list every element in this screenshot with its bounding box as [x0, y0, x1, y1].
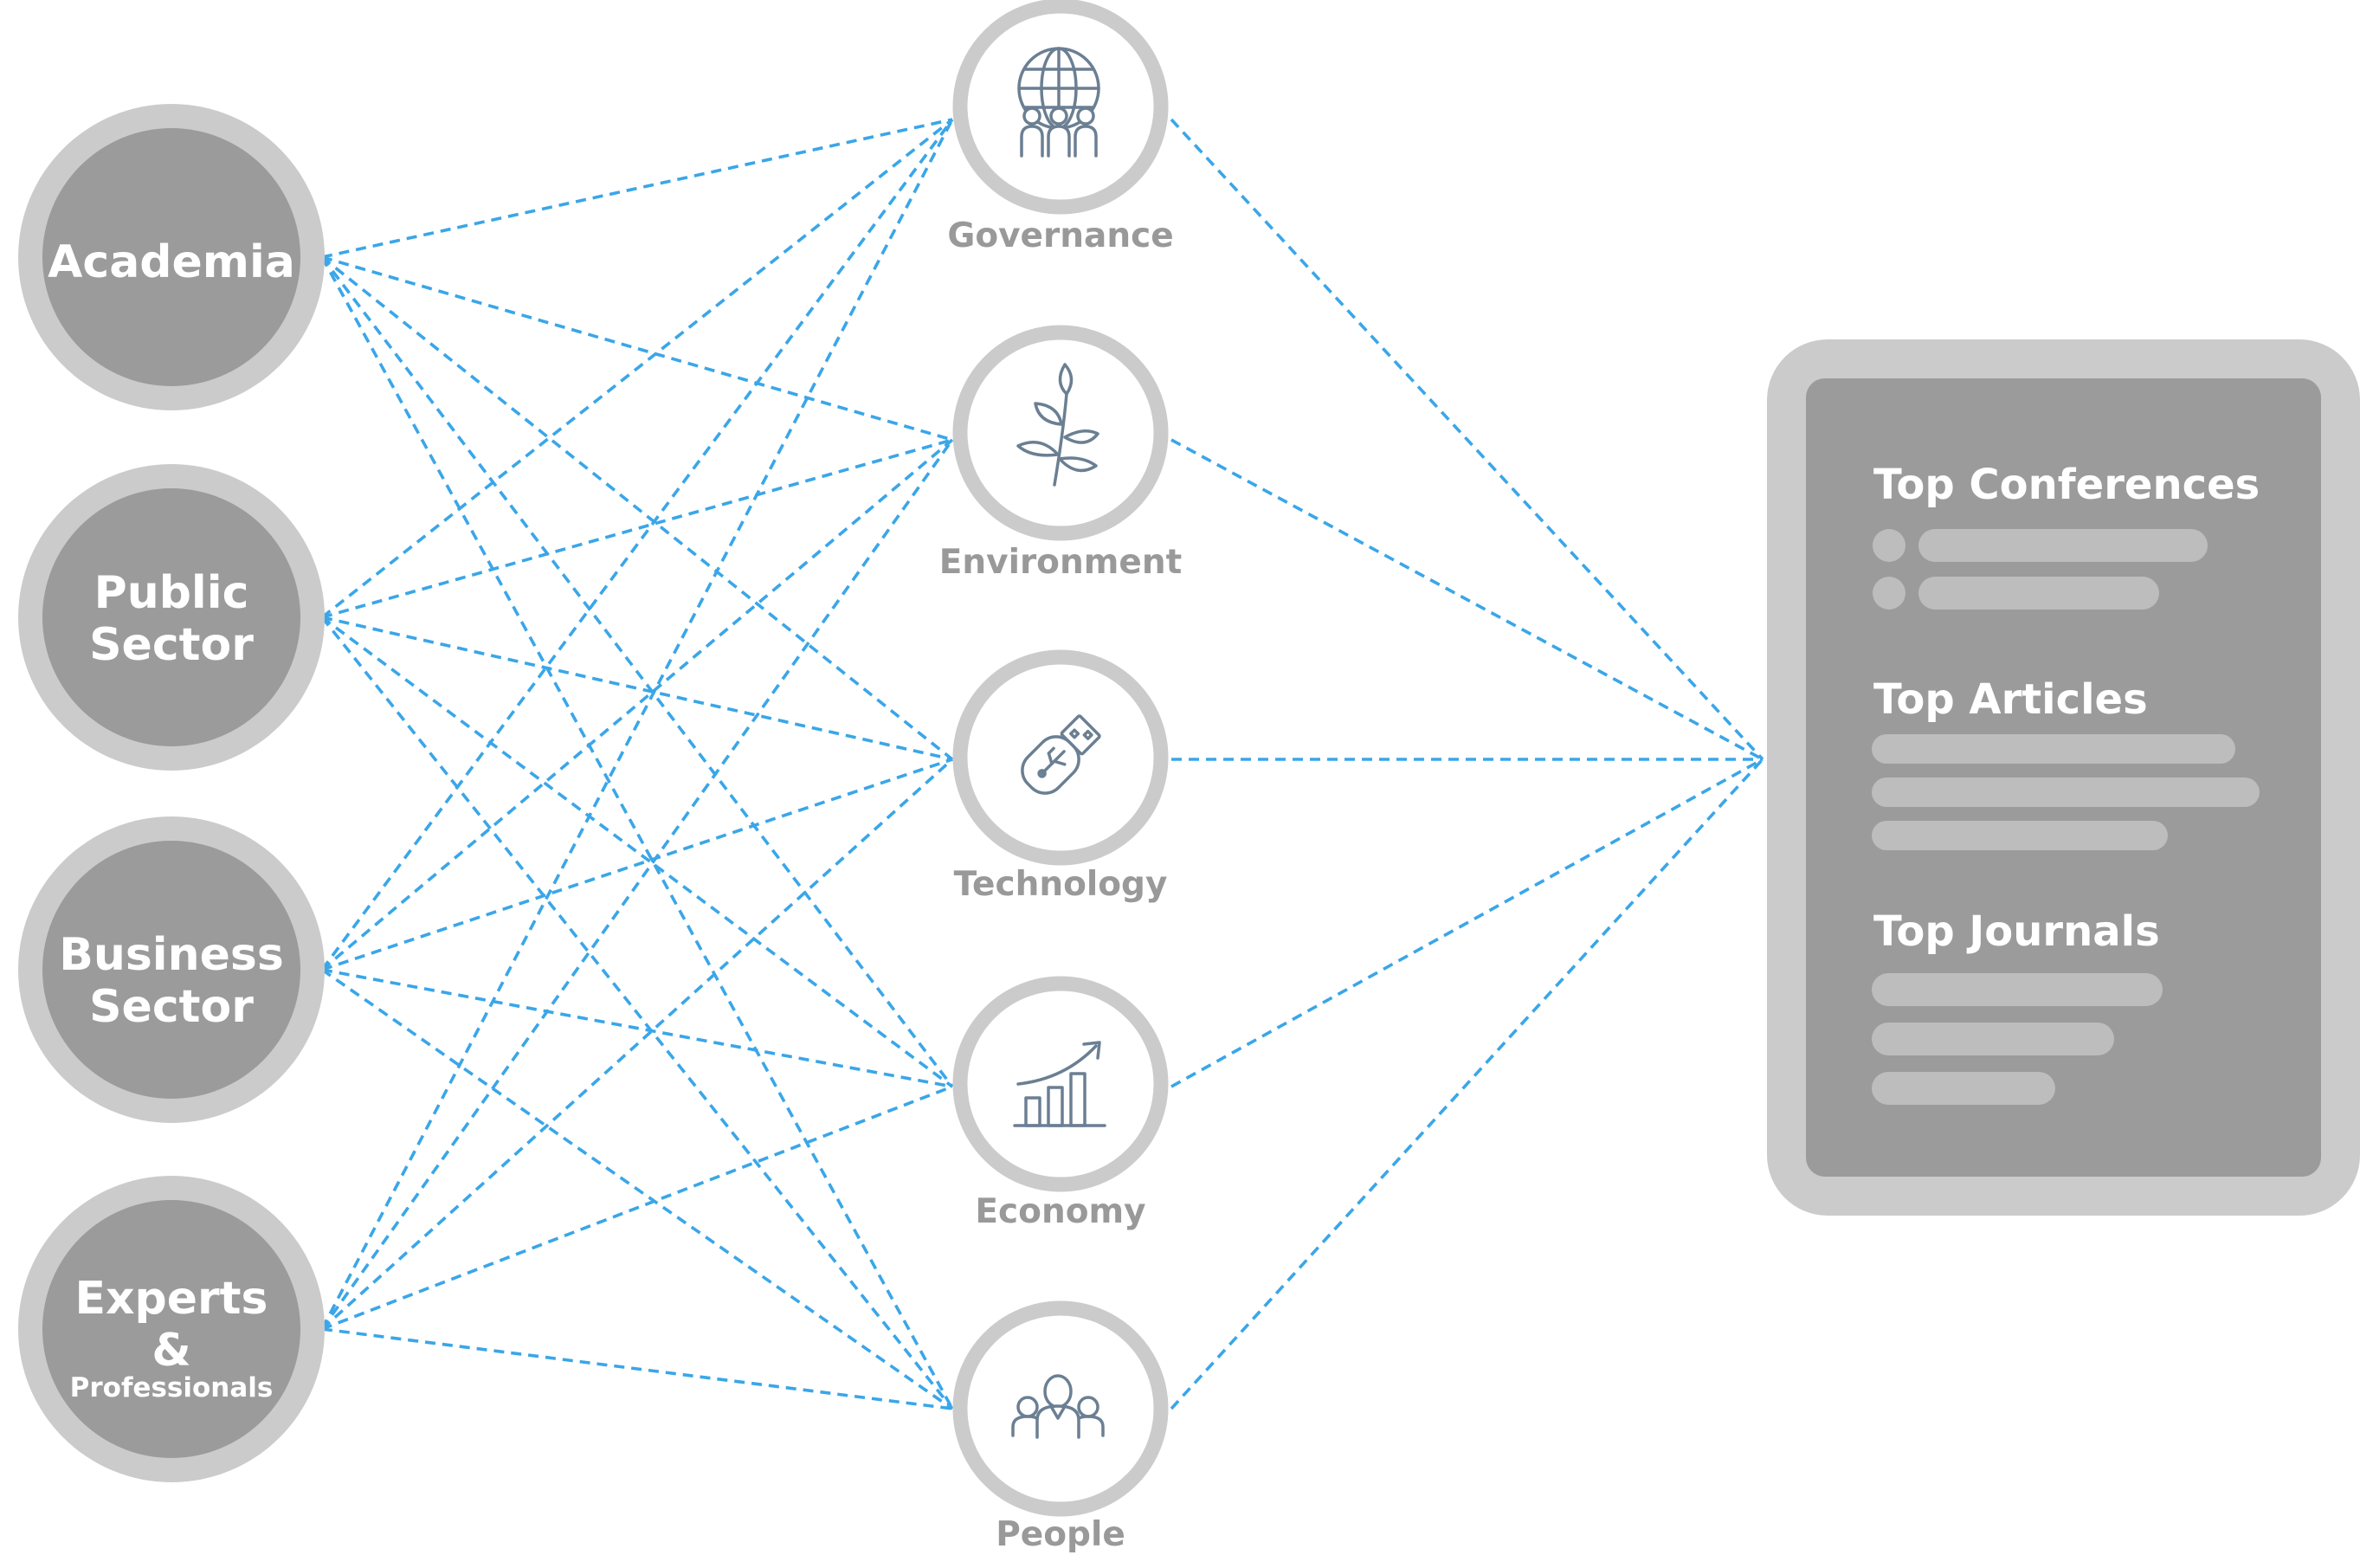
topic-node-environment: Environment [939, 325, 1182, 582]
connector-source-3-topic-0 [320, 119, 954, 1330]
connector-source-3-topic-2 [320, 758, 954, 1331]
placeholder-line [1872, 1023, 2114, 1055]
source-node-business-sector: Business Sector [18, 816, 325, 1123]
connector-source-1-topic-4 [320, 616, 954, 1410]
topic-label-technology: Technology [954, 865, 1168, 904]
connector-source-0-topic-4 [320, 256, 954, 1410]
source-label-experts-line1: Experts [74, 1273, 268, 1325]
connector-topic-1-panel [1170, 438, 1764, 761]
connector-source-0-topic-0 [321, 118, 953, 259]
topic-label-governance: Governance [947, 216, 1173, 255]
placeholder-line [1872, 973, 2163, 1006]
source-label-public-line2: Sector [89, 619, 254, 671]
connector-source-0-topic-3 [320, 255, 954, 1088]
people-group-icon [1011, 1374, 1105, 1439]
placeholder-line [1872, 821, 2168, 850]
panel-title-conferences: Top Conferences [1873, 461, 2260, 509]
connector-source-0-topic-1 [321, 255, 953, 442]
source-label-academia: Academia [48, 236, 295, 288]
topic-label-economy: Economy [975, 1192, 1145, 1231]
topic-node-technology: Technology [952, 649, 1169, 904]
connector-source-3-topic-1 [320, 438, 954, 1331]
source-label-business-line2: Sector [89, 981, 254, 1033]
placeholder-line [1918, 577, 2159, 610]
plant-icon [1016, 363, 1099, 487]
topic-node-economy: Economy [952, 976, 1169, 1231]
connector-lines [320, 118, 1764, 1410]
placeholder-line [1872, 1072, 2055, 1105]
topic-node-governance: Governance [947, 0, 1174, 255]
connector-source-2-topic-1 [320, 438, 954, 971]
connector-source-3-topic-4 [321, 1327, 953, 1410]
source-label-experts-small: Professionals [70, 1372, 274, 1403]
topic-label-people: People [996, 1515, 1125, 1554]
source-node-academia: Academia [18, 104, 325, 410]
connector-source-1-topic-1 [321, 438, 953, 619]
connector-source-1-topic-2 [321, 616, 953, 761]
results-panel: Top Conferences Top Articles Top Journal… [1767, 339, 2360, 1216]
connector-source-1-topic-3 [320, 616, 954, 1088]
connector-source-3-topic-3 [321, 1085, 953, 1331]
connector-source-0-topic-2 [320, 255, 954, 761]
connector-topic-4-panel [1170, 758, 1764, 1410]
panel-title-articles: Top Articles [1873, 675, 2148, 724]
source-node-public-sector: Public Sector [18, 464, 325, 771]
panel-title-journals: Top Journals [1873, 907, 2160, 956]
topic-node-people: People [952, 1300, 1169, 1554]
placeholder-line [1872, 734, 2235, 764]
connector-source-2-topic-0 [320, 118, 954, 971]
source-label-experts-line2: & [152, 1325, 190, 1377]
connector-source-1-topic-0 [320, 118, 954, 619]
connector-source-2-topic-4 [320, 968, 954, 1410]
placeholder-line [1918, 529, 2208, 562]
placeholder-bullet [1873, 577, 1905, 610]
source-label-business-line1: Business [59, 929, 284, 981]
source-label-public-line1: Public [94, 567, 249, 619]
placeholder-bullet [1873, 529, 1905, 562]
growth-chart-icon [1013, 1041, 1106, 1127]
connector-source-2-topic-2 [321, 758, 953, 971]
connector-source-2-topic-3 [321, 968, 953, 1088]
connector-topic-0-panel [1170, 118, 1764, 761]
usb-drive-icon [1021, 714, 1101, 795]
source-node-experts: Experts & Professionals [18, 1176, 325, 1482]
topic-label-environment: Environment [939, 543, 1182, 582]
connector-topic-3-panel [1170, 758, 1764, 1088]
globe-people-icon [1017, 47, 1100, 158]
placeholder-line [1872, 778, 2260, 807]
